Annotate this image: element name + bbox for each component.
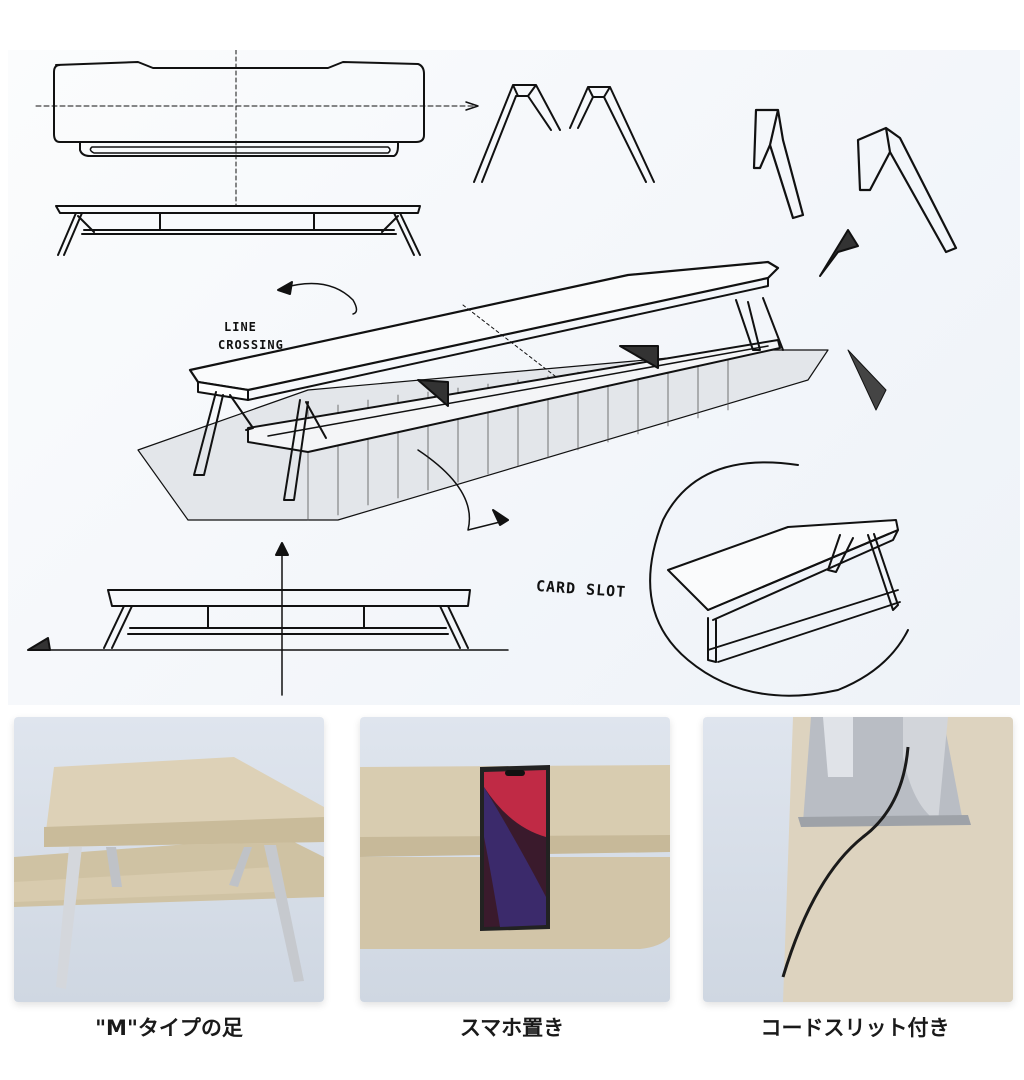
feature-photo-row — [0, 715, 1024, 1005]
line-crossing-label-2: CROSSING — [218, 338, 284, 352]
main-perspective-sketch — [137, 260, 829, 531]
bottom-side-view-sketch — [27, 542, 509, 696]
m-type-legs-photo — [14, 717, 324, 1002]
caption-m-type-legs: "M"タイプの足 — [95, 1016, 243, 1040]
sketch-drawing — [27, 50, 958, 697]
line-crossing-label-1: LINE — [224, 320, 257, 334]
leg-sketches — [473, 84, 958, 411]
design-sketch-panel: LINE CROSSING CARD SLOT — [8, 50, 1020, 705]
phone-stand-photo — [360, 717, 670, 1002]
side-view-sketch — [55, 205, 421, 256]
detail-circle-sketch — [649, 461, 909, 697]
line-crossing-annotation: LINE CROSSING — [218, 318, 284, 354]
cord-slit-photo — [703, 717, 1013, 1002]
caption-phone-stand: スマホ置き — [459, 1016, 565, 1040]
caption-cord-slit: コードスリット付き — [760, 1016, 950, 1040]
top-view-sketch — [35, 50, 479, 206]
